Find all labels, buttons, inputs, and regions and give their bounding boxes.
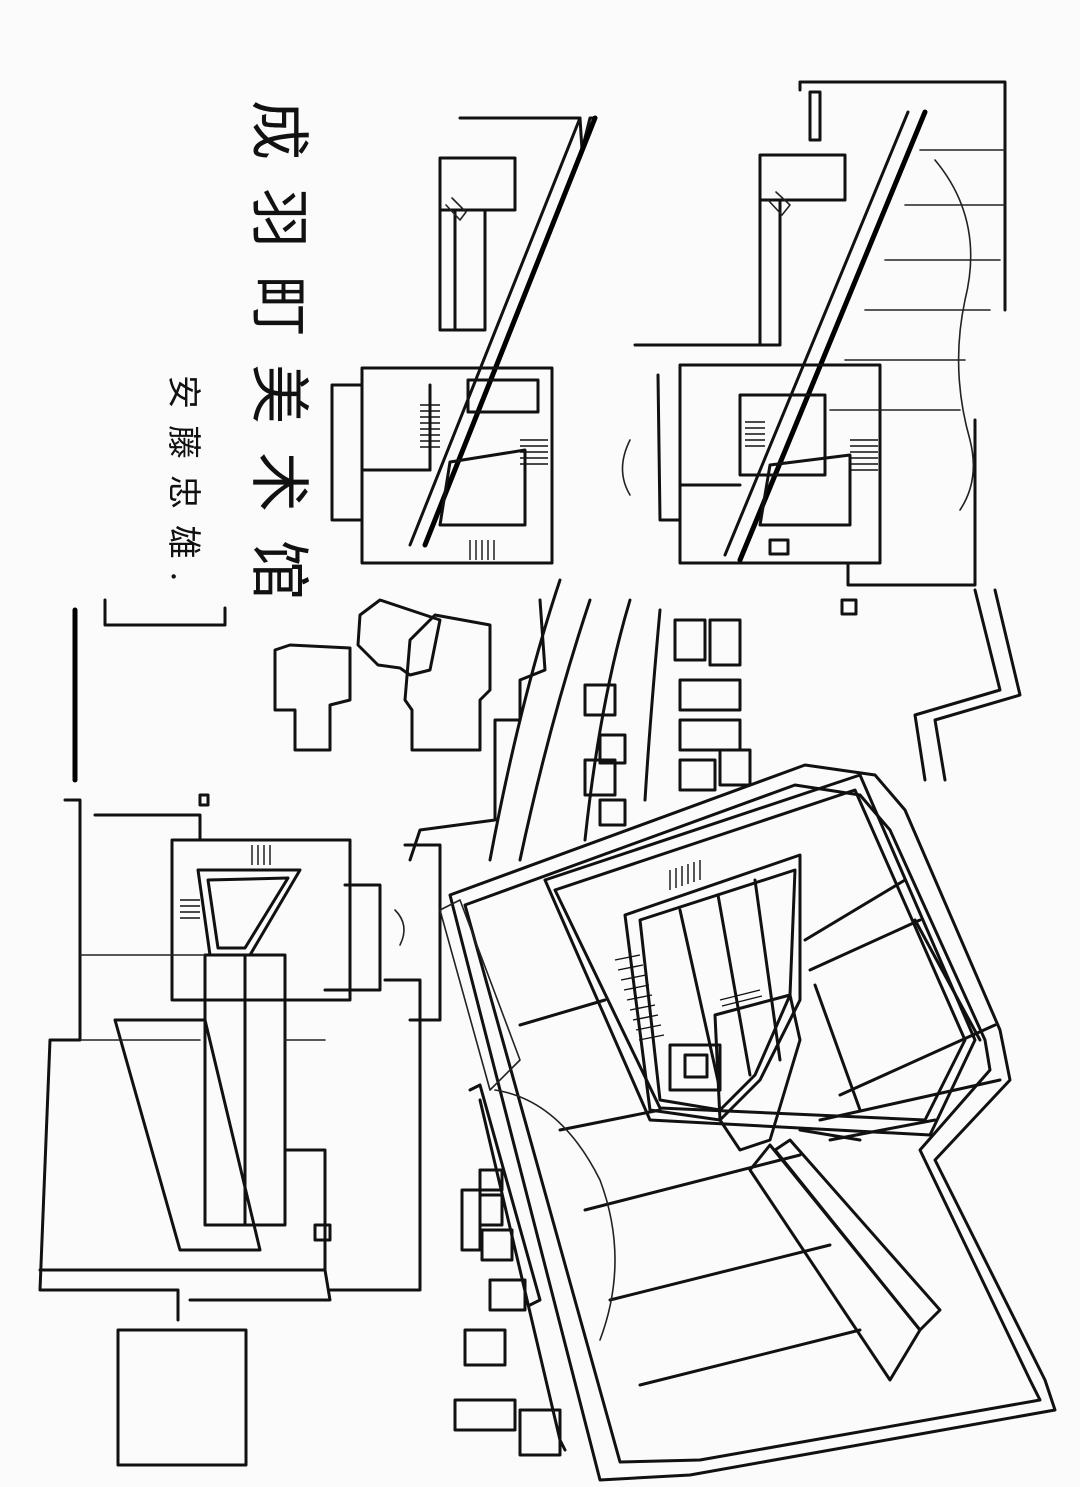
title-char-6: 馆 (243, 540, 313, 600)
stair-hatch-2 (745, 421, 878, 471)
stair-hatch-site (180, 845, 271, 919)
title-char-4: 美 (243, 364, 313, 424)
title-bracket (103, 598, 227, 627)
author-char-2: 藤 (163, 425, 203, 459)
surrounding-buildings (273, 578, 1022, 862)
author-text: 安 藤 忠 雄 . (163, 375, 203, 582)
stair-hatch-axo (614, 860, 765, 1041)
title-char-1: 成 (243, 100, 313, 160)
stair-hatch-1 (420, 404, 548, 560)
author-char-5: . (163, 571, 203, 582)
site-plan (38, 607, 442, 1467)
title-text: 成 羽 町 美 术 馆 (243, 100, 313, 600)
title-char-2: 羽 (243, 188, 313, 248)
author-char-4: 雄 (163, 525, 203, 559)
floor-plan-2 (621, 80, 1007, 616)
title-block: 成 羽 町 美 术 馆 安 藤 忠 雄 . (163, 100, 313, 600)
floor-plan-1 (330, 115, 598, 565)
title-char-3: 町 (243, 276, 313, 336)
title-char-5: 术 (243, 452, 313, 512)
axonometric-view (439, 763, 1057, 1482)
author-char-3: 忠 (163, 475, 203, 509)
author-char-1: 安 (163, 375, 203, 409)
